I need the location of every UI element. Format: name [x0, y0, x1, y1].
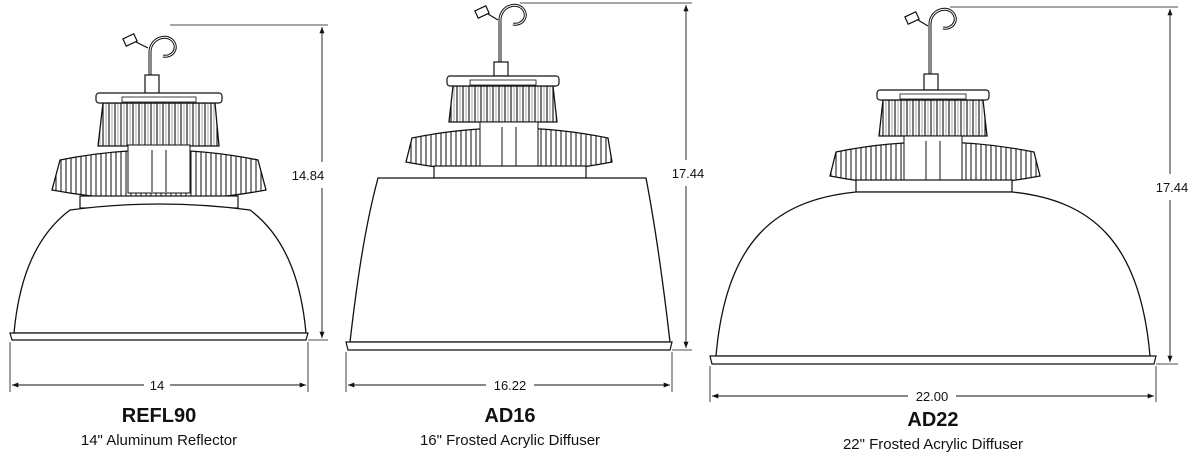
model-name: AD16 [484, 405, 536, 427]
heatsink [829, 135, 1041, 193]
width-label: 16.22 [494, 378, 527, 393]
hook-icon [904, 7, 957, 91]
height-label: 17.44 [1156, 180, 1189, 195]
driver-housing [446, 75, 560, 123]
model-name: AD22 [907, 409, 959, 431]
model-name: REFL90 [121, 405, 197, 427]
model-description: 22" Frosted Acrylic Diffuser [842, 436, 1024, 453]
width-dimension [9, 342, 309, 392]
heatsink [405, 121, 613, 179]
diffuser-shade [345, 177, 673, 351]
width-dimension [345, 352, 673, 392]
width-dimension [709, 366, 1157, 402]
driver-housing [95, 92, 223, 147]
width-label: 22.00 [916, 389, 949, 404]
diffuser-shade [709, 191, 1157, 365]
height-dimension [950, 6, 1178, 365]
hook-icon [122, 33, 177, 98]
driver-housing [876, 89, 990, 137]
fixture-ad22: 17.44 22.00 [709, 6, 1189, 404]
reflector-shade [9, 203, 309, 341]
width-label: 14 [150, 378, 164, 393]
height-dimension [520, 2, 692, 351]
caption-refl90: REFL90 14" Aluminum Reflector [49, 404, 269, 450]
height-dimension [170, 24, 328, 341]
caption-ad16: AD16 16" Frosted Acrylic Diffuser [370, 404, 650, 450]
hook-icon [474, 3, 527, 77]
model-description: 14" Aluminum Reflector [80, 432, 238, 449]
height-label: 14.84 [292, 168, 325, 183]
model-description: 16" Frosted Acrylic Diffuser [419, 432, 601, 449]
fixture-ad16: 17.44 16.22 [345, 2, 705, 393]
fixture-refl90: 14.84 14 [9, 24, 328, 393]
caption-ad22: AD22 22" Frosted Acrylic Diffuser [793, 408, 1073, 454]
height-label: 17.44 [672, 166, 705, 181]
heatsink [51, 144, 267, 209]
